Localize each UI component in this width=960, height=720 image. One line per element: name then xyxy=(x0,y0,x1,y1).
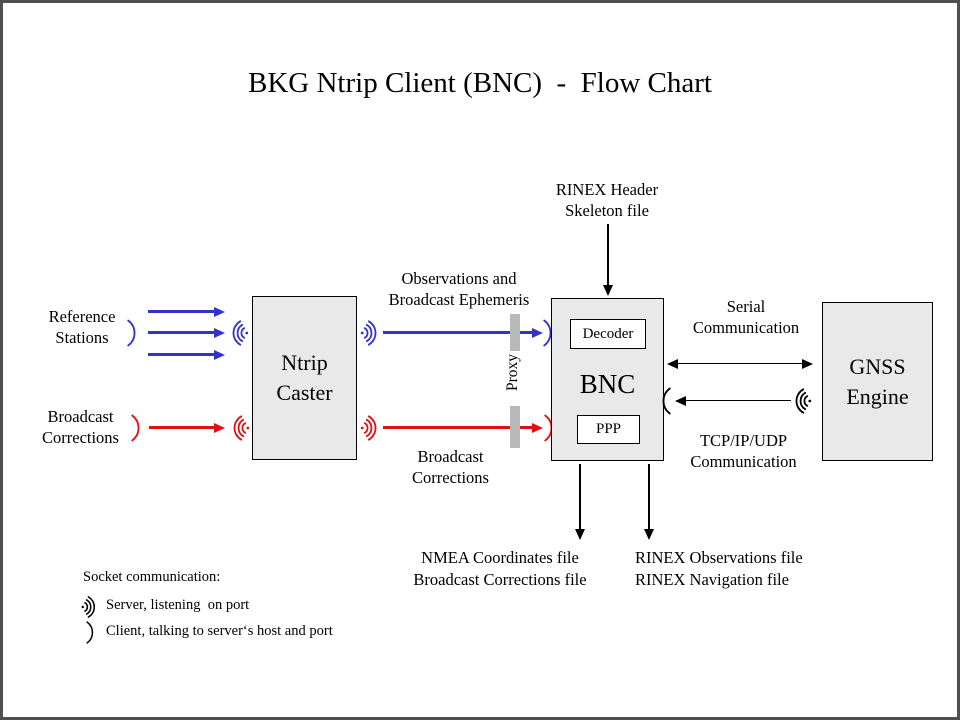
arrow-tcp-udp xyxy=(675,395,791,406)
label-broadcast-corrections-input: Broadcast Corrections xyxy=(42,407,119,447)
proxy-bar-top xyxy=(510,314,520,351)
legend-client-text: Client, talking to server‘s host and por… xyxy=(106,623,333,639)
legend-server-text: Server, listening on port xyxy=(106,597,250,613)
server-socket-icon xyxy=(228,318,250,348)
arrow-serial xyxy=(667,358,813,369)
arrow-reference-3 xyxy=(148,349,225,360)
arrow-broadcast-input xyxy=(149,422,225,433)
label-tcp-udp-communication: TCP/IP/UDP Communication xyxy=(690,431,797,471)
server-socket-icon xyxy=(359,318,381,348)
label-broadcast-corrections-stream: Broadcast Corrections xyxy=(412,447,489,487)
server-socket-icon xyxy=(791,386,813,416)
label-nmea-outputs: NMEA Coordinates file Broadcast Correcti… xyxy=(413,548,587,589)
arrow-reference-1 xyxy=(148,306,225,317)
arrow-output-nmea xyxy=(574,464,586,540)
client-socket-icon xyxy=(126,318,136,348)
arrow-output-rinex xyxy=(643,464,655,540)
label-rinex-outputs: RINEX Observations file RINEX Navigation… xyxy=(635,548,803,589)
label-observations-ephemeris: Observations and Broadcast Ephemeris xyxy=(388,269,530,309)
client-socket-icon xyxy=(85,620,94,645)
arrow-observations-stream xyxy=(383,327,543,338)
node-ppp: PPP xyxy=(577,415,640,444)
client-socket-icon xyxy=(662,386,672,416)
node-decoder: Decoder xyxy=(570,319,646,349)
server-socket-icon xyxy=(229,413,251,443)
label-rinex-header-skeleton: RINEX Header Skeleton file xyxy=(555,180,659,220)
node-ntrip-caster: Ntrip Caster xyxy=(252,296,357,460)
arrow-reference-2 xyxy=(148,327,225,338)
client-socket-icon xyxy=(130,413,140,443)
node-bnc-label: BNC xyxy=(579,369,636,399)
label-reference-stations: Reference Stations xyxy=(48,307,116,347)
node-gnss-engine: GNSS Engine xyxy=(822,302,933,461)
page-title: BKG Ntrip Client (BNC) - Flow Chart xyxy=(248,67,712,99)
server-socket-icon xyxy=(359,413,381,443)
label-serial-communication: Serial Communication xyxy=(692,297,800,337)
server-socket-icon xyxy=(80,594,99,620)
label-proxy: Proxy xyxy=(504,354,521,392)
legend-heading: Socket communication: xyxy=(83,569,221,585)
proxy-bar-bottom xyxy=(510,406,520,448)
arrow-corrections-stream xyxy=(383,422,543,433)
arrow-rinex-header xyxy=(602,224,614,296)
